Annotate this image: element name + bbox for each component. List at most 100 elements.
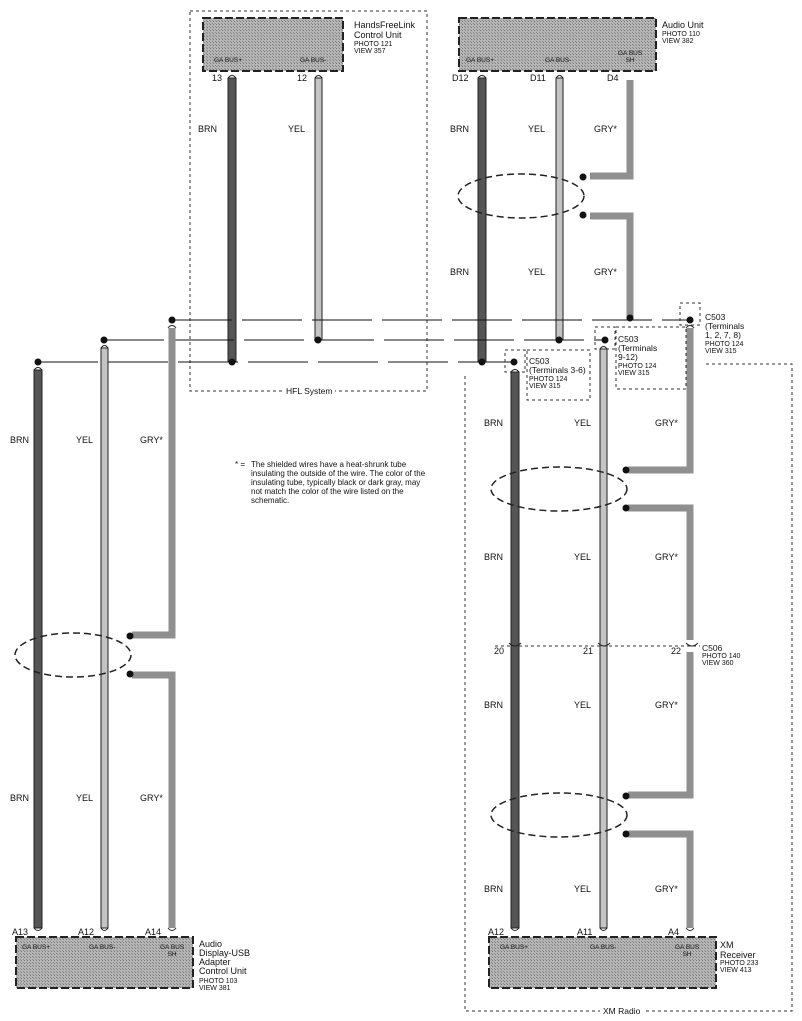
xm-pin-label-3a: GA BUS xyxy=(675,944,700,951)
xm-name-1: XM xyxy=(720,940,734,950)
audio-pin-1: D12 xyxy=(452,73,469,83)
audio-pin-3: D4 xyxy=(607,73,619,83)
c506-view: VIEW 360 xyxy=(702,660,734,667)
usb-view: VIEW 381 xyxy=(199,985,231,992)
hfl-pin-1: 13 xyxy=(212,73,223,83)
c503-a-name: C503 xyxy=(705,312,726,322)
wire-label-gry: GRY* xyxy=(655,700,678,710)
wire-label-brn: BRN xyxy=(10,435,30,445)
wire-yel-usb xyxy=(100,347,109,929)
wire-label-yel: YEL xyxy=(528,124,546,134)
usb-pin-label-2: GA BUS- xyxy=(89,944,116,951)
audio-unit xyxy=(458,17,657,72)
hfl-view: VIEW 357 xyxy=(354,48,386,55)
wire-label-gry: GRY* xyxy=(140,793,163,803)
c503-b-photo: PHOTO 124 xyxy=(618,363,657,370)
c506-pin-20: 20 xyxy=(494,646,505,656)
wire-label-brn: BRN xyxy=(484,700,504,710)
hfl-system-box xyxy=(189,10,428,392)
usb-adapter-control-unit xyxy=(15,936,194,989)
xm-pin-label-3b: SH xyxy=(682,951,692,958)
wire-label-brn: BRN xyxy=(484,552,504,562)
c503-c-photo: PHOTO 124 xyxy=(529,376,568,383)
wire-gry-usb xyxy=(132,328,176,928)
usb-pin-label-3b: SH xyxy=(167,951,177,958)
c506-pin-22: 22 xyxy=(671,646,682,656)
hfl-system-label: HFL System xyxy=(283,386,336,396)
hfl-control-unit xyxy=(202,17,344,72)
wire-brn-hfl xyxy=(227,77,237,363)
xm-pin-label-1: GA BUS+ xyxy=(500,944,528,951)
audio-photo: PHOTO 110 xyxy=(662,31,700,38)
xm-pin-2: A11 xyxy=(577,927,593,937)
usb-name-3: Adapter xyxy=(199,957,231,967)
note-star: * = xyxy=(235,460,246,469)
xm-radio-label: XM Radio xyxy=(600,1006,644,1016)
c503-c-name: C503 xyxy=(529,356,550,366)
note-text: The shielded wires have a heat-shrunk tu… xyxy=(251,460,426,505)
wire-gry-audio xyxy=(590,80,634,318)
xm-pin-1: A12 xyxy=(488,927,505,937)
wire-label-brn: BRN xyxy=(450,267,470,277)
usb-name-2: Display-USB xyxy=(199,948,251,958)
c503-b-terms1: (Terminals xyxy=(618,343,658,353)
usb-pin-label-1: GA BUS+ xyxy=(22,944,50,951)
xm-pin-label-2: GA BUS- xyxy=(590,944,617,951)
wire-label-gry: GRY* xyxy=(140,435,163,445)
c503-c-view: VIEW 315 xyxy=(529,383,561,390)
audio-pin-label-3a: GA BUS xyxy=(618,50,643,57)
usb-name-4: Control Unit xyxy=(199,966,247,976)
xm-name-2: Receiver xyxy=(720,950,756,960)
xm-view: VIEW 413 xyxy=(720,967,752,974)
audio-name: Audio Unit xyxy=(662,20,704,30)
audio-pin-2: D11 xyxy=(530,73,546,83)
audio-pin-label-1: GA BUS+ xyxy=(466,57,494,64)
wire-label-brn: BRN xyxy=(484,884,504,894)
wire-label-brn: BRN xyxy=(450,124,470,134)
wire-yel-hfl xyxy=(314,77,323,341)
wire-label-gry: GRY* xyxy=(594,267,617,277)
hfl-photo: PHOTO 121 xyxy=(354,41,393,48)
wire-label-yel: YEL xyxy=(288,124,306,134)
c506-photo: PHOTO 140 xyxy=(702,653,741,660)
c503-c-terms1: (Terminals 3-6) xyxy=(529,365,586,375)
c503-b-name: C503 xyxy=(618,334,639,344)
c503-a-view: VIEW 315 xyxy=(705,348,737,355)
xm-receiver xyxy=(488,936,717,989)
audio-pin-label-2: GA BUS- xyxy=(545,57,572,64)
c503-b-view: VIEW 315 xyxy=(618,370,650,377)
wire-label-yel: YEL xyxy=(76,435,94,445)
wire-brn-xm xyxy=(510,371,520,929)
wire-label-yel: YEL xyxy=(574,700,592,710)
hfl-name-2: Control Unit xyxy=(354,30,402,40)
usb-photo: PHOTO 103 xyxy=(199,978,238,985)
c503-b-terms2: 9-12) xyxy=(618,352,638,362)
usb-pin-3: A14 xyxy=(145,927,162,937)
wire-yel-audio xyxy=(555,77,564,341)
wire-label-gry: GRY* xyxy=(594,124,617,134)
xm-photo: PHOTO 233 xyxy=(720,960,759,967)
wire-label-gry: GRY* xyxy=(655,884,678,894)
wire-gry-xm xyxy=(628,328,694,928)
c503-a-photo: PHOTO 124 xyxy=(705,341,744,348)
wire-yel-xm xyxy=(599,348,608,929)
wire-label-gry: GRY* xyxy=(655,552,678,562)
hfl-pin-label-2: GA BUS- xyxy=(300,57,327,64)
c506-name: C506 xyxy=(702,643,723,653)
hfl-pin-label-1: GA BUS+ xyxy=(214,57,242,64)
hfl-pin-2: 12 xyxy=(297,73,308,83)
audio-pin-label-3b: SH xyxy=(625,57,635,64)
wire-label-yel: YEL xyxy=(574,884,592,894)
wire-label-gry: GRY* xyxy=(655,418,678,428)
wire-label-brn: BRN xyxy=(484,418,504,428)
c506-pin-21: 21 xyxy=(583,646,594,656)
audio-view: VIEW 382 xyxy=(662,38,694,45)
wire-label-yel: YEL xyxy=(528,267,546,277)
c503-c-label: C503(Terminals 3-6) xyxy=(529,357,586,375)
